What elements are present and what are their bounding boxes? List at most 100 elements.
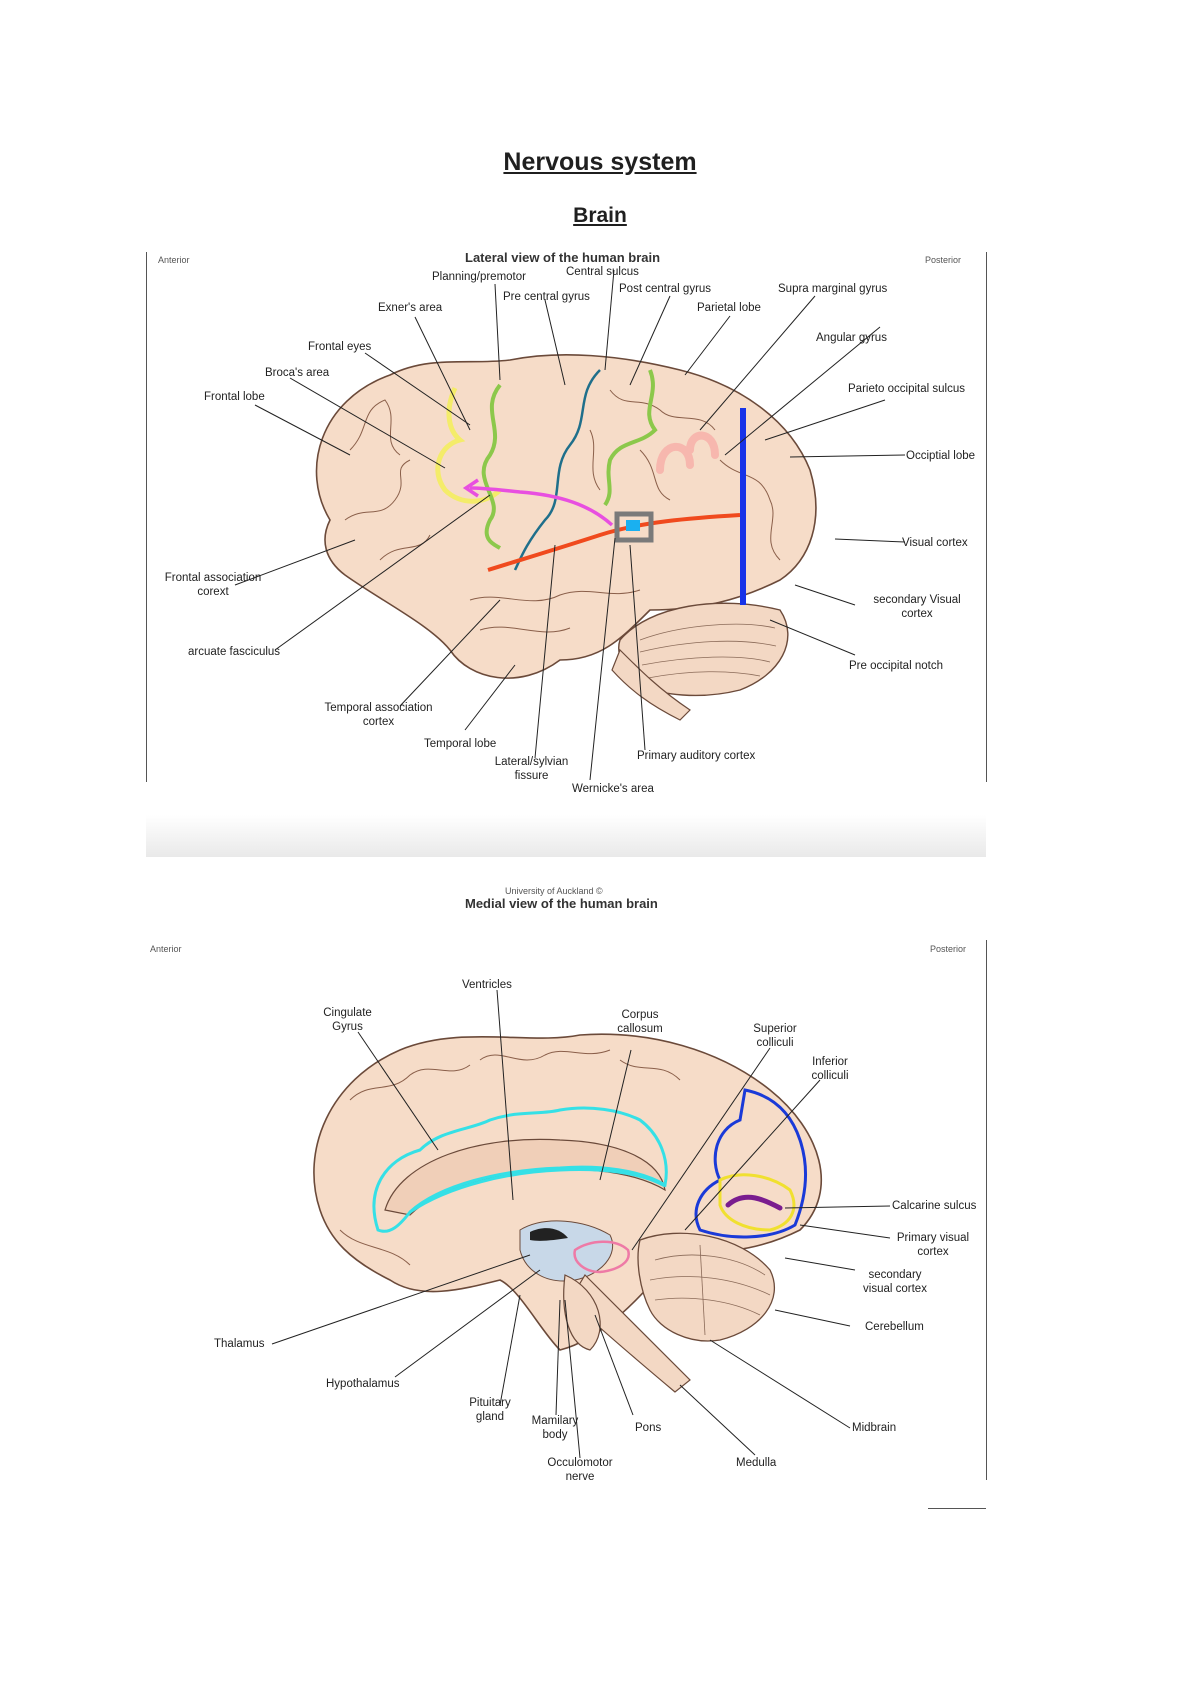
lateral-anterior: Anterior [158, 255, 190, 265]
medial-leader-lines [271, 989, 891, 1459]
label-brocas-area: Broca's area [265, 367, 330, 379]
lateral-brainstem [611, 648, 691, 721]
label-calcarine-sulcus: Calcarine sulcus [892, 1200, 977, 1212]
temporal-association-line1: Temporal association [324, 702, 433, 714]
cingulate-line1: Cingulate [323, 1007, 372, 1019]
label-pre-central-gyrus: Pre central gyrus [503, 291, 590, 303]
pink-colliculi-outline [573, 1240, 630, 1274]
label-cerebellum: Cerebellum [865, 1321, 924, 1333]
inferior-line2: colliculi [811, 1070, 849, 1082]
label-primary-visual-cortex: Primary visual cortex [883, 1231, 983, 1259]
label-angular-gyrus: Angular gyrus [816, 332, 887, 344]
corpus-callosum-line [409, 1168, 666, 1214]
precentral-green [481, 383, 502, 550]
label-pre-occipital-notch: Pre occipital notch [849, 660, 943, 672]
label-parietal-lobe: Parietal lobe [697, 302, 761, 314]
cingulate-line2: Gyrus [332, 1021, 363, 1033]
label-mamillary-body: Mamilary body [520, 1414, 590, 1442]
temporal-association-line2: cortex [362, 716, 395, 728]
postcentral-green [603, 369, 658, 507]
label-corpus-callosum: Corpus callosum [605, 1008, 675, 1036]
label-occulomotor-nerve: Occulomotor nerve [535, 1456, 625, 1484]
secondary-medial-line2: visual cortex [863, 1283, 927, 1295]
lateral-brain-shape [315, 353, 817, 679]
secondary-visual-line2: cortex [901, 608, 933, 620]
label-ventricles: Ventricles [462, 979, 512, 991]
medial-bottom-rule [928, 1508, 986, 1509]
lateral-gyri [344, 389, 781, 633]
label-primary-auditory-cortex: Primary auditory cortex [637, 750, 756, 762]
cerebellum-folia [639, 623, 777, 679]
label-lateral-sylvian-fissure: Lateral/sylvian fissure [484, 755, 579, 783]
label-wernickes-area: Wernicke's area [572, 783, 654, 795]
label-hypothalamus: Hypothalamus [326, 1378, 400, 1390]
label-central-sulcus: Central sulcus [566, 266, 639, 278]
pituitary-line2: gland [475, 1411, 505, 1423]
label-frontal-eyes: Frontal eyes [308, 341, 372, 353]
label-frontal-lobe: Frontal lobe [204, 391, 265, 403]
label-thalamus: Thalamus [214, 1338, 265, 1350]
label-midbrain: Midbrain [852, 1422, 897, 1434]
superior-line2: colliculi [756, 1037, 794, 1049]
primary-visual-line2: cortex [917, 1246, 949, 1258]
occulomotor-line2: nerve [565, 1471, 595, 1483]
label-parieto-occipital-sulcus: Parieto occipital sulcus [848, 383, 965, 395]
corpus-line2: callosum [617, 1023, 663, 1035]
label-occipital-lobe: Occiptial lobe [906, 450, 976, 462]
mamillary-line1: Mamilary [531, 1415, 579, 1427]
pons-shape [563, 1274, 601, 1351]
pituitary-line1: Pituitary [469, 1397, 511, 1409]
sylvian-fissure [487, 513, 741, 572]
lateral-posterior: Posterior [925, 255, 962, 265]
label-supra-marginal-gyrus: Supra marginal gyrus [778, 283, 888, 295]
ventricle-dark [530, 1228, 568, 1241]
label-medulla: Medulla [736, 1457, 777, 1469]
mamillary-line2: body [542, 1429, 568, 1441]
frontal-association-line1: Frontal association [164, 572, 262, 584]
primary-visual-line1: Primary visual [896, 1232, 970, 1244]
cingulate-outline [372, 1106, 668, 1233]
lateral-right-border [986, 252, 987, 782]
medial-heading: Medial view of the human brain [465, 896, 658, 911]
label-superior-colliculi: Superior colliculi [740, 1022, 810, 1050]
medial-cerebellum [637, 1232, 776, 1342]
secondary-medial-line1: secondary [868, 1269, 922, 1281]
label-planning-premotor: Planning/premotor [432, 271, 526, 283]
angular-pink [656, 431, 719, 474]
medial-gyri [339, 1049, 681, 1266]
superior-line1: Superior [753, 1023, 797, 1035]
label-cingulate-gyrus: Cingulate Gyrus [310, 1006, 385, 1034]
wernicke-marker [626, 520, 640, 531]
label-post-central-gyrus: Post central gyrus [619, 283, 712, 295]
occulomotor-line1: Occulomotor [547, 1457, 613, 1469]
corpus-line1: Corpus [621, 1009, 659, 1021]
label-arcuate-fasciculus: arcuate fasciculus [188, 646, 281, 658]
medial-brain-shape [313, 1033, 823, 1351]
visual-blue-outline [694, 1088, 807, 1239]
lateral-left-border [146, 252, 147, 782]
frontal-association-line2: corext [197, 586, 229, 598]
visual-yellow-outline [718, 1173, 796, 1232]
calcarine-purple [725, 1194, 783, 1211]
lateral-fissure-line2: fissure [514, 770, 549, 782]
lateral-bottom-shade [146, 815, 986, 857]
label-visual-cortex: Visual cortex [902, 537, 968, 549]
label-pituitary-gland: Pituitary gland [455, 1396, 525, 1424]
broca-outline [435, 386, 502, 504]
medial-posterior: Posterior [930, 944, 967, 954]
primary-auditory-box [614, 511, 654, 543]
medial-cerebellum-folia [649, 1244, 771, 1336]
medial-anterior: Anterior [150, 944, 182, 954]
lateral-leader-lines [234, 269, 906, 781]
lateral-heading: Lateral view of the human brain [465, 250, 661, 265]
label-secondary-visual-cortex-medial: secondary visual cortex [845, 1268, 945, 1296]
medial-source-credit: University of Auckland © [505, 886, 603, 896]
lateral-fissure-line1: Lateral/sylvian [494, 756, 569, 768]
label-secondary-visual-cortex: secondary Visual cortex [862, 593, 972, 621]
label-pons: Pons [635, 1422, 662, 1434]
label-exners-area: Exner's area [378, 302, 443, 314]
document-title: Nervous system [503, 148, 697, 176]
document-subtitle: Brain [573, 204, 627, 227]
